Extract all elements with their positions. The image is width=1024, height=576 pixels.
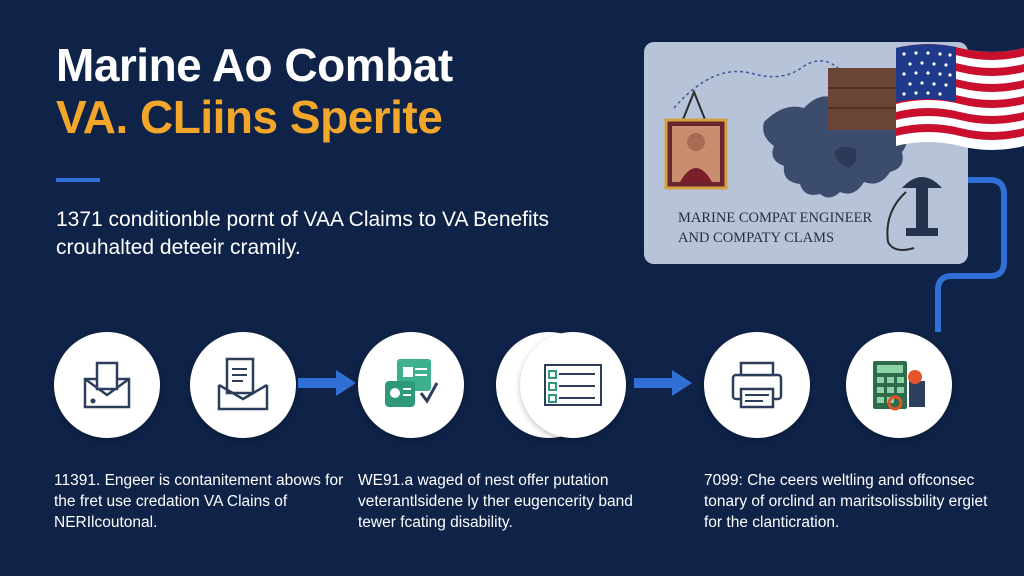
calculator-circle: [846, 332, 952, 438]
step-description-2: WE91.a waged of nest offer putation vete…: [358, 472, 633, 531]
medical-form-icon: [385, 359, 439, 407]
step-description-3: 7099: Che ceers weltling and offconsec t…: [704, 472, 988, 531]
checklist-icon: [544, 364, 602, 406]
document-circle: [190, 332, 296, 438]
card-caption: MARINE COMPAT ENGINEER AND COMPATY CLAMS: [678, 210, 873, 246]
page-title-highlight: VA. CLiins Sperite: [56, 91, 443, 143]
europe-map-illustration: [664, 60, 942, 251]
printer-icon: [731, 361, 783, 409]
accent-divider: [56, 178, 100, 182]
step-description-1: 11391. Engeer is contanitement abows for…: [54, 472, 344, 531]
calculator-icon: [873, 361, 925, 411]
page-title: Marine Ao Combat: [56, 39, 453, 91]
arrow-right-icon: [298, 370, 356, 396]
document-icon: [217, 357, 269, 411]
envelope-icon: [83, 361, 131, 409]
medical-form-circle: [358, 332, 464, 438]
us-flag-icon: [896, 44, 1024, 150]
envelope-circle: [54, 332, 160, 438]
printer-circle: [704, 332, 810, 438]
checklist-circle: [520, 332, 626, 438]
arrow-right-icon: [634, 370, 692, 396]
page-subtitle: 1371 conditionble pornt of VAA Claims to…: [56, 208, 550, 259]
